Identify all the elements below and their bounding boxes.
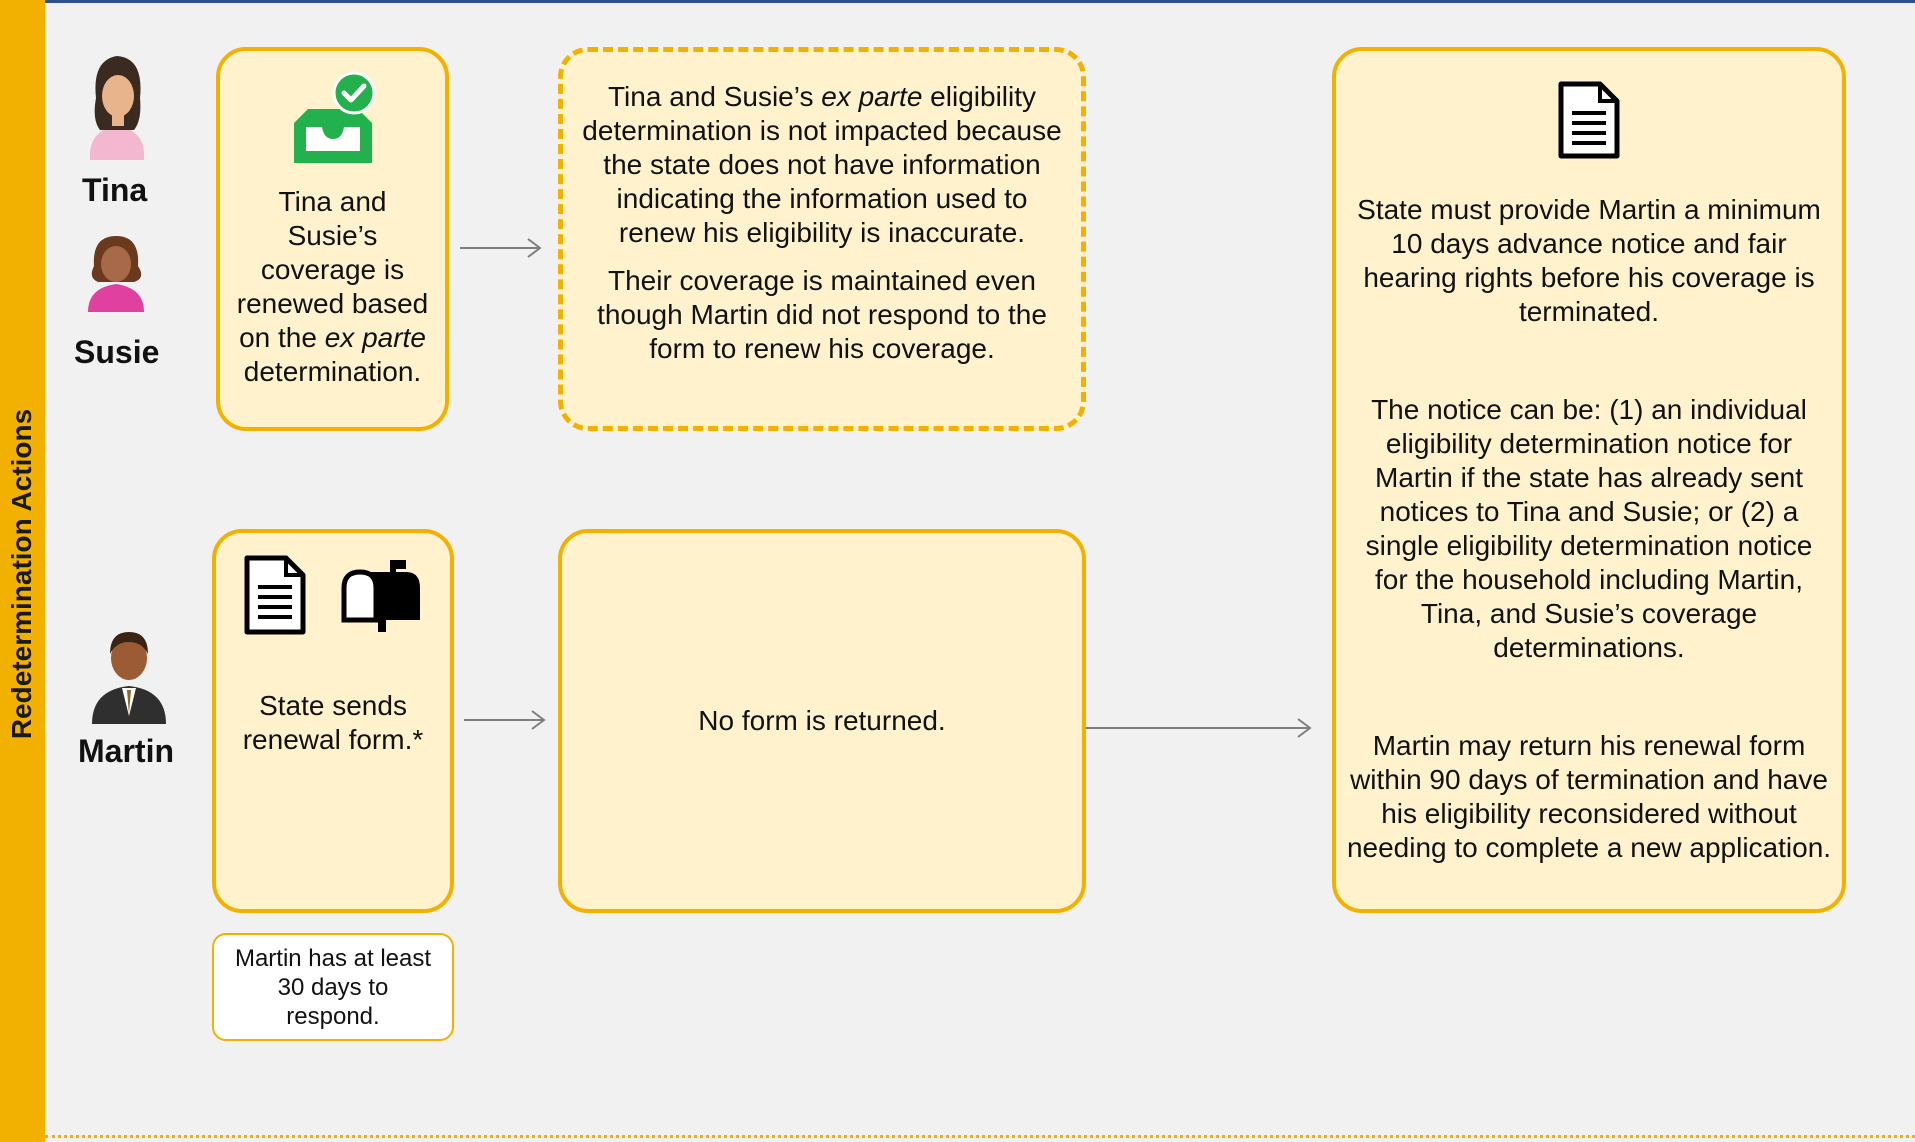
response-period-note: Martin has at least 30 days to respond. (212, 933, 454, 1041)
document-icon (244, 555, 306, 635)
coverage-maintained-text-1: Tina and Susie’s ex parte eligibility de… (582, 81, 1062, 248)
coverage-maintained-text-2: Their coverage is maintained even though… (597, 265, 1047, 364)
susie-name: Susie (74, 334, 160, 370)
renewed-coverage-text: Tina and Susie’s coverage is renewed bas… (236, 186, 429, 387)
response-period-text: Martin has at least 30 days to respond. (234, 944, 432, 1030)
arrow-renewed-to-maintained (460, 238, 542, 258)
tina-avatar (89, 56, 145, 160)
inbox-check-icon (293, 71, 375, 163)
mailbox-icon (341, 560, 420, 632)
susie-avatar (88, 236, 144, 312)
renewed-coverage-box: Tina and Susie’s coverage is renewed bas… (216, 47, 449, 431)
no-form-returned-box: No form is returned. (558, 529, 1086, 913)
arrow-form-to-no-return (464, 710, 546, 730)
document-icon (1558, 81, 1620, 159)
tina-name: Tina (82, 172, 148, 208)
martin-name: Martin (78, 733, 174, 769)
termination-notice-text-1: State must provide Martin a minimum 10 d… (1357, 194, 1821, 327)
arrow-no-return-to-notice (1086, 718, 1312, 738)
termination-notice-box: State must provide Martin a minimum 10 d… (1332, 47, 1846, 913)
coverage-maintained-box: Tina and Susie’s ex parte eligibility de… (558, 47, 1086, 431)
renewal-form-text: State sends renewal form.* (242, 690, 424, 755)
termination-notice-text-3: Martin may return his renewal form withi… (1346, 730, 1832, 863)
no-form-returned-text: No form is returned. (698, 705, 946, 736)
renewal-form-icons (244, 555, 422, 635)
top-border (0, 0, 1915, 3)
termination-notice-text-2: The notice can be: (1) an individual eli… (1365, 394, 1813, 663)
sidebar-label: Redetermination Actions (6, 408, 37, 740)
sidebar: Redetermination Actions (0, 0, 45, 1142)
bottom-divider (45, 1135, 1915, 1138)
martin-avatar (92, 632, 166, 724)
renewal-form-box: State sends renewal form.* (212, 529, 454, 913)
